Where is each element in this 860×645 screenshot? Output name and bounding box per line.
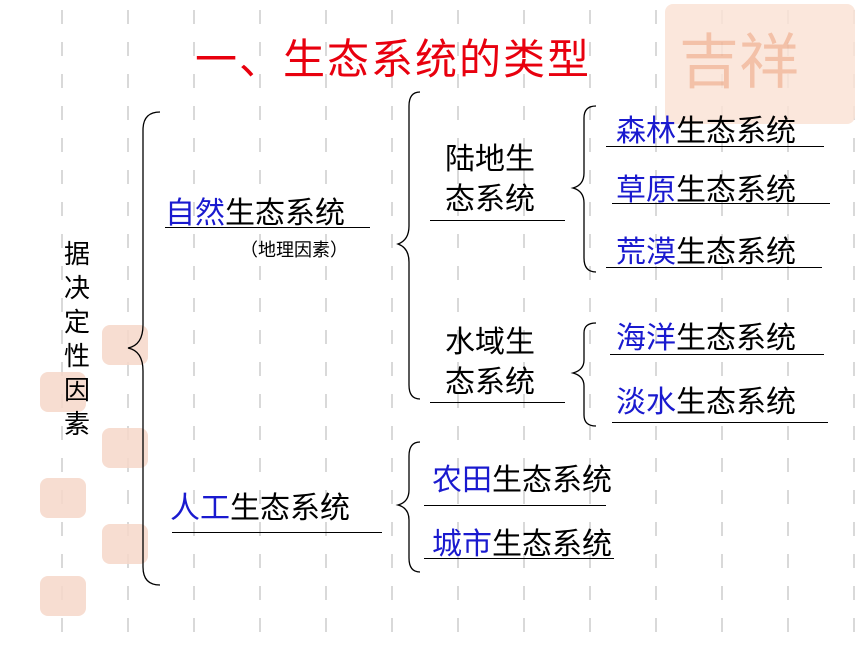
item-underline xyxy=(424,558,614,559)
watermark-seal xyxy=(40,478,86,518)
aquatic-line2: 态系统 xyxy=(445,365,535,400)
list-item-city: 城市生态系统 xyxy=(432,519,612,563)
human-keyword: 人工 xyxy=(170,491,230,526)
item-keyword: 草原 xyxy=(616,173,676,208)
bracket-terrestrial xyxy=(570,105,597,273)
list-item-grassland: 草原生态系统 xyxy=(616,165,796,209)
aquatic-line1: 水域生 xyxy=(445,325,535,360)
watermark-text: 吉祥 xyxy=(679,28,799,98)
human-underline xyxy=(172,532,382,533)
natural-underline xyxy=(165,227,370,228)
item-underline xyxy=(606,146,824,147)
natural-keyword: 自然 xyxy=(165,196,225,231)
item-rest: 生态系统 xyxy=(676,235,796,270)
watermark-seal xyxy=(102,428,148,468)
bracket-aquatic xyxy=(570,322,597,427)
watermark-seal-large: 吉祥 xyxy=(665,4,855,124)
natural-ecosystem-label: 自然生态系统 xyxy=(165,188,345,232)
human-rest: 生态系统 xyxy=(230,491,350,526)
bracket-root xyxy=(127,111,161,586)
item-underline xyxy=(612,422,828,423)
natural-rest: 生态系统 xyxy=(225,196,345,231)
terrestrial-underline xyxy=(430,220,565,221)
item-underline xyxy=(610,354,824,355)
terrestrial-line1: 陆地生 xyxy=(445,142,535,177)
list-item-farmland: 农田生态系统 xyxy=(432,455,612,499)
item-keyword: 荒漠 xyxy=(616,235,676,270)
item-underline xyxy=(424,505,606,506)
item-keyword: 城市 xyxy=(432,527,492,562)
list-item-ocean: 海洋生态系统 xyxy=(616,313,796,357)
bracket-human xyxy=(395,441,421,573)
terrestrial-label: 陆地生 态系统 xyxy=(445,140,535,220)
item-rest: 生态系统 xyxy=(676,321,796,356)
natural-note: （地理因素） xyxy=(240,240,348,261)
item-underline xyxy=(612,203,830,204)
aquatic-label: 水域生 态系统 xyxy=(445,323,535,403)
item-underline xyxy=(606,267,822,268)
item-rest: 生态系统 xyxy=(676,114,796,149)
list-item-desert: 荒漠生态系统 xyxy=(616,227,796,271)
root-label-text: 据决定性因素 xyxy=(63,240,90,440)
list-item-freshwater: 淡水生态系统 xyxy=(616,377,796,421)
root-label: 据决定性因素 xyxy=(62,238,92,442)
item-rest: 生态系统 xyxy=(676,173,796,208)
item-keyword: 农田 xyxy=(432,463,492,498)
watermark-seal xyxy=(40,576,86,616)
item-rest: 生态系统 xyxy=(676,385,796,420)
list-item-forest: 森林生态系统 xyxy=(616,106,796,150)
human-ecosystem-label: 人工生态系统 xyxy=(170,483,350,527)
item-keyword: 淡水 xyxy=(616,385,676,420)
watermark-seal xyxy=(40,372,86,412)
item-rest: 生态系统 xyxy=(492,463,612,498)
item-rest: 生态系统 xyxy=(492,527,612,562)
item-keyword: 海洋 xyxy=(616,321,676,356)
item-keyword: 森林 xyxy=(616,114,676,149)
watermark-seal xyxy=(102,524,148,564)
aquatic-underline xyxy=(430,402,565,403)
page-title: 一、生态系统的类型 xyxy=(195,35,592,84)
bracket-natural xyxy=(396,91,421,400)
terrestrial-line2: 态系统 xyxy=(445,182,535,217)
